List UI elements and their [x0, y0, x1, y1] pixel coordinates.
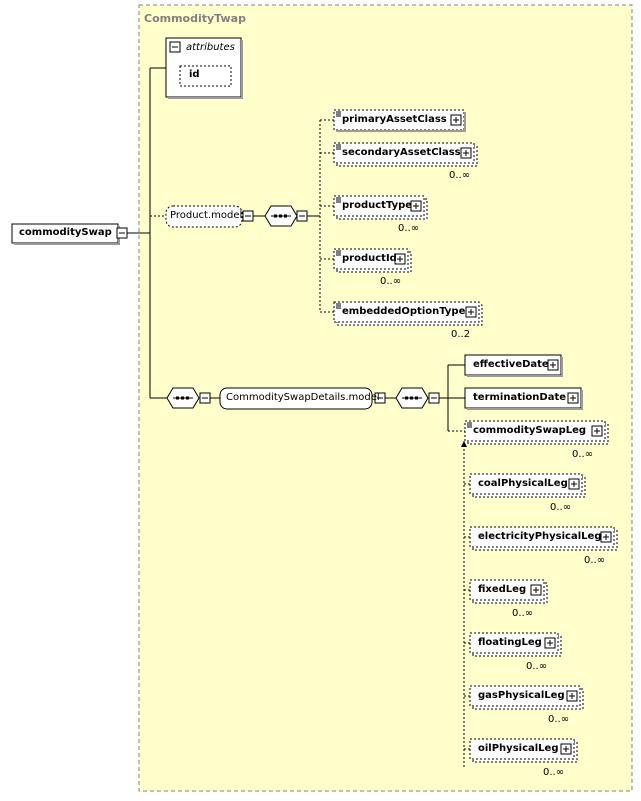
- element-embeddedOptionType-box[interactable]: [333, 301, 480, 323]
- cardinality-coalPhysicalLeg: 0..∞: [550, 502, 572, 513]
- element-terminationDate-label: terminationDate: [473, 392, 567, 403]
- cardinality-fixedLeg: 0..∞: [512, 608, 534, 619]
- element-primaryAssetClass-shadow: [336, 130, 466, 132]
- element-coalPhysicalLeg-box[interactable]: [469, 473, 583, 495]
- attribute-id-label: id: [189, 69, 200, 80]
- root-element-shadow: [14, 243, 120, 245]
- product-sequence-compositor-dot: [274, 214, 277, 218]
- element-effectiveDate-shadow: [561, 357, 563, 377]
- cardinality-productId: 0..∞: [380, 276, 402, 287]
- element-electricityPhysicalLeg-box[interactable]: [469, 526, 615, 548]
- cardinality-floatingLeg: 0..∞: [526, 661, 548, 672]
- element-primaryAssetClass-label: primaryAssetClass: [342, 114, 447, 125]
- element-terminationDate-shadow: [467, 408, 583, 410]
- element-productType-label: productType: [342, 200, 413, 211]
- cardinality-commoditySwapLeg: 0..∞: [572, 449, 594, 460]
- attributes-label: attributes: [186, 42, 235, 53]
- product-sequence-compositor-dot: [279, 214, 282, 218]
- attributes-shadow: [241, 40, 243, 99]
- details-inner-sequence-compositor-dot: [415, 396, 418, 400]
- root-element-label: commoditySwap: [19, 227, 112, 238]
- element-coalPhysicalLeg-label: coalPhysicalLeg: [478, 478, 568, 489]
- details-model-label: CommoditySwapDetails.model: [226, 392, 380, 403]
- product-sequence-compositor-dot: [284, 214, 287, 218]
- product-model-group[interactable]: [165, 205, 243, 228]
- element-secondaryAssetClass-box[interactable]: [333, 142, 475, 164]
- cardinality-productType: 0..∞: [398, 223, 420, 234]
- element-floatingLeg-box[interactable]: [469, 632, 559, 654]
- element-productType-box[interactable]: [333, 195, 425, 217]
- cardinality-oilPhysicalLeg: 0..∞: [543, 767, 565, 778]
- details-outer-sequence-compositor-dot: [176, 396, 179, 400]
- details-outer-sequence-compositor-dot: [186, 396, 189, 400]
- details-model-group[interactable]: [219, 387, 373, 410]
- element-floatingLeg-label: floatingLeg: [478, 637, 542, 648]
- element-fixedLeg-label: fixedLeg: [478, 584, 527, 595]
- cardinality-secondaryAssetClass: 0..∞: [449, 170, 471, 181]
- element-commoditySwapLeg-box[interactable]: [464, 420, 606, 442]
- element-productId-label: productId: [342, 253, 397, 264]
- element-effectiveDate-shadow: [467, 375, 563, 377]
- cardinality-embeddedOptionType: 0..2: [451, 329, 471, 340]
- element-secondaryAssetClass-label: secondaryAssetClass: [342, 147, 461, 158]
- element-effectiveDate-label: effectiveDate: [473, 359, 549, 370]
- cardinality-gasPhysicalLeg: 0..∞: [548, 714, 570, 725]
- details-inner-sequence-compositor-dot: [405, 396, 408, 400]
- element-productId-box[interactable]: [333, 248, 409, 270]
- element-electricityPhysicalLeg-label: electricityPhysicalLeg: [478, 531, 602, 542]
- attributes-shadow: [168, 97, 243, 99]
- element-commoditySwapLeg-label: commoditySwapLeg: [473, 425, 587, 436]
- complex-type-title: CommodityTwap: [144, 12, 246, 25]
- choice-arrow-icon: [461, 441, 467, 447]
- attribute-id-box: [179, 65, 232, 87]
- element-oilPhysicalLeg-box[interactable]: [469, 738, 575, 760]
- element-gasPhysicalLeg-box[interactable]: [469, 685, 581, 707]
- product-model-label: Product.model: [170, 210, 243, 221]
- element-oilPhysicalLeg-label: oilPhysicalLeg: [478, 743, 559, 754]
- element-fixedLeg-box[interactable]: [469, 579, 545, 601]
- element-terminationDate-shadow: [581, 390, 583, 410]
- details-outer-sequence-compositor-dot: [181, 396, 184, 400]
- element-gasPhysicalLeg-label: gasPhysicalLeg: [478, 690, 565, 701]
- element-primaryAssetClass-shadow: [464, 112, 466, 132]
- details-inner-sequence-compositor-dot: [410, 396, 413, 400]
- cardinality-electricityPhysicalLeg: 0..∞: [584, 555, 606, 566]
- element-embeddedOptionType-label: embeddedOptionType: [342, 306, 466, 317]
